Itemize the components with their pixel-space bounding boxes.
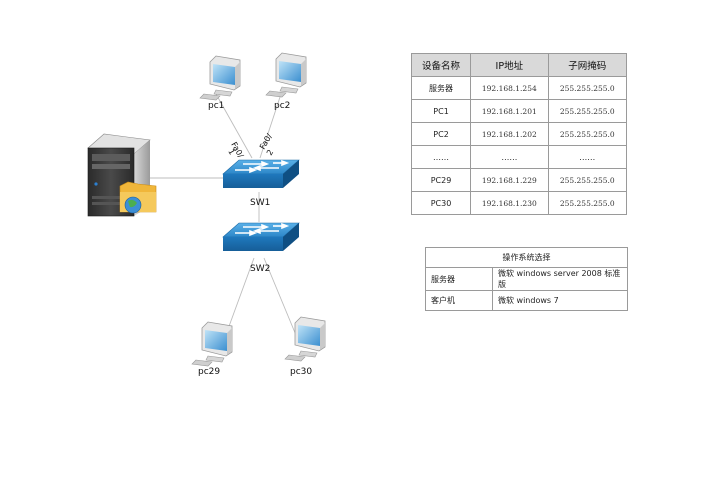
table-row: PC1 192.168.1.201 255.255.255.0 — [410, 99, 628, 123]
table-row: PC30 192.168.1.230 255.255.255.0 — [410, 191, 628, 215]
device-name-cell: …… — [410, 145, 472, 169]
ip-address-cell: …… — [470, 145, 549, 169]
table-row: 服务器 微软 windows server 2008 标准版 — [425, 267, 628, 291]
os-name-cell: 微软 windows 7 — [492, 290, 628, 311]
device-name-cell: PC2 — [410, 122, 472, 146]
header-device-name: 设备名称 — [410, 53, 472, 77]
pc1-label: pc1 — [208, 101, 224, 111]
pc2-icon — [265, 52, 307, 98]
subnet-mask-cell: 255.255.255.0 — [547, 99, 628, 123]
ip-address-cell: 192.168.1.230 — [470, 191, 549, 215]
device-name-cell: PC30 — [410, 191, 472, 215]
os-table-title: 操作系统选择 — [425, 247, 628, 268]
table-row: 客户机 微软 windows 7 — [425, 290, 628, 311]
table-row: …… …… …… — [410, 145, 628, 169]
device-name-cell: 服务器 — [410, 76, 472, 100]
os-role-cell: 客户机 — [425, 290, 493, 311]
subnet-mask-cell: 255.255.255.0 — [547, 168, 628, 192]
sw1-label: SW1 — [250, 198, 270, 208]
folder-globe-icon — [119, 181, 157, 214]
subnet-mask-cell: 255.255.255.0 — [547, 76, 628, 100]
ip-address-table: 设备名称 IP地址 子网掩码 服务器 192.168.1.254 255.255… — [410, 53, 628, 215]
device-name-cell: PC29 — [410, 168, 472, 192]
device-name-cell: PC1 — [410, 99, 472, 123]
subnet-mask-cell: …… — [547, 145, 628, 169]
pc29-label: pc29 — [198, 367, 220, 377]
header-ip-address: IP地址 — [470, 53, 549, 77]
table-row: PC2 192.168.1.202 255.255.255.0 — [410, 122, 628, 146]
ip-address-cell: 192.168.1.254 — [470, 76, 549, 100]
ip-table-header-row: 设备名称 IP地址 子网掩码 — [410, 53, 628, 77]
table-row: 服务器 192.168.1.254 255.255.255.0 — [410, 76, 628, 100]
sw2-label: SW2 — [250, 264, 270, 274]
subnet-mask-cell: 255.255.255.0 — [547, 191, 628, 215]
pc1-icon — [199, 55, 241, 101]
header-subnet-mask: 子网掩码 — [547, 53, 628, 77]
pc30-label: pc30 — [290, 367, 312, 377]
ip-address-cell: 192.168.1.229 — [470, 168, 549, 192]
pc2-label: pc2 — [274, 101, 290, 111]
table-row: PC29 192.168.1.229 255.255.255.0 — [410, 168, 628, 192]
switch-sw2-icon — [222, 222, 300, 252]
ip-address-cell: 192.168.1.201 — [470, 99, 549, 123]
switch-sw1-icon — [222, 159, 300, 189]
subnet-mask-cell: 255.255.255.0 — [547, 122, 628, 146]
port-fa0-2-label: Fa0/ — [258, 132, 274, 151]
ip-address-cell: 192.168.1.202 — [470, 122, 549, 146]
port-fa0-1-number: 1 — [226, 148, 236, 157]
os-selection-table: 操作系统选择 服务器 微软 windows server 2008 标准版 客户… — [425, 247, 628, 311]
os-name-cell: 微软 windows server 2008 标准版 — [492, 267, 628, 291]
connection-lines — [150, 93, 299, 341]
port-fa0-2-number: 2 — [265, 148, 275, 157]
os-table-title-row: 操作系统选择 — [425, 247, 628, 268]
os-role-cell: 服务器 — [425, 267, 493, 291]
pc29-icon — [191, 321, 233, 367]
